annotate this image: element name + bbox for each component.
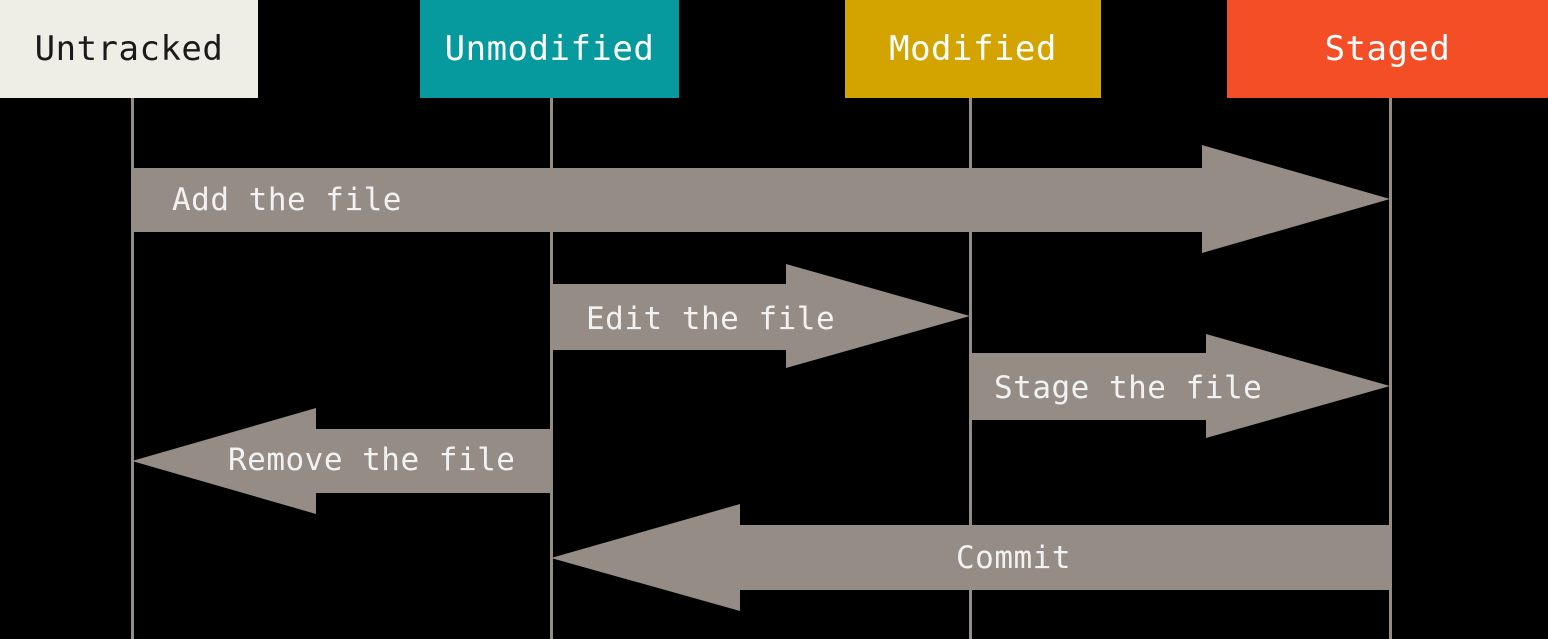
arrow-label-remove-the-file: Remove the file — [228, 442, 516, 478]
state-box-unmodified[interactable]: Unmodified — [420, 0, 679, 98]
arrow-stage-the-file[interactable] — [971, 334, 1390, 438]
arrow-label-edit-the-file: Edit the file — [586, 301, 836, 337]
lifeline-modified — [969, 98, 972, 639]
arrow-remove-the-file[interactable] — [132, 408, 551, 514]
arrow-commit[interactable] — [551, 504, 1390, 611]
state-box-untracked[interactable]: Untracked — [0, 0, 258, 98]
state-box-staged[interactable]: Staged — [1227, 0, 1548, 98]
lifeline-staged — [1389, 98, 1392, 639]
state-label-untracked: Untracked — [34, 29, 224, 69]
state-label-modified: Modified — [889, 29, 1057, 69]
arrow-label-commit: Commit — [956, 540, 1071, 576]
arrow-label-add-the-file: Add the file — [172, 182, 402, 218]
arrow-label-stage-the-file: Stage the file — [994, 370, 1263, 406]
arrow-add-the-file[interactable] — [132, 145, 1390, 253]
state-box-modified[interactable]: Modified — [845, 0, 1101, 98]
state-label-staged: Staged — [1324, 29, 1451, 69]
arrow-edit-the-file[interactable] — [551, 264, 970, 368]
lifeline-unmodified — [550, 98, 553, 639]
lifeline-untracked — [131, 98, 134, 639]
state-label-unmodified: Unmodified — [444, 29, 655, 69]
